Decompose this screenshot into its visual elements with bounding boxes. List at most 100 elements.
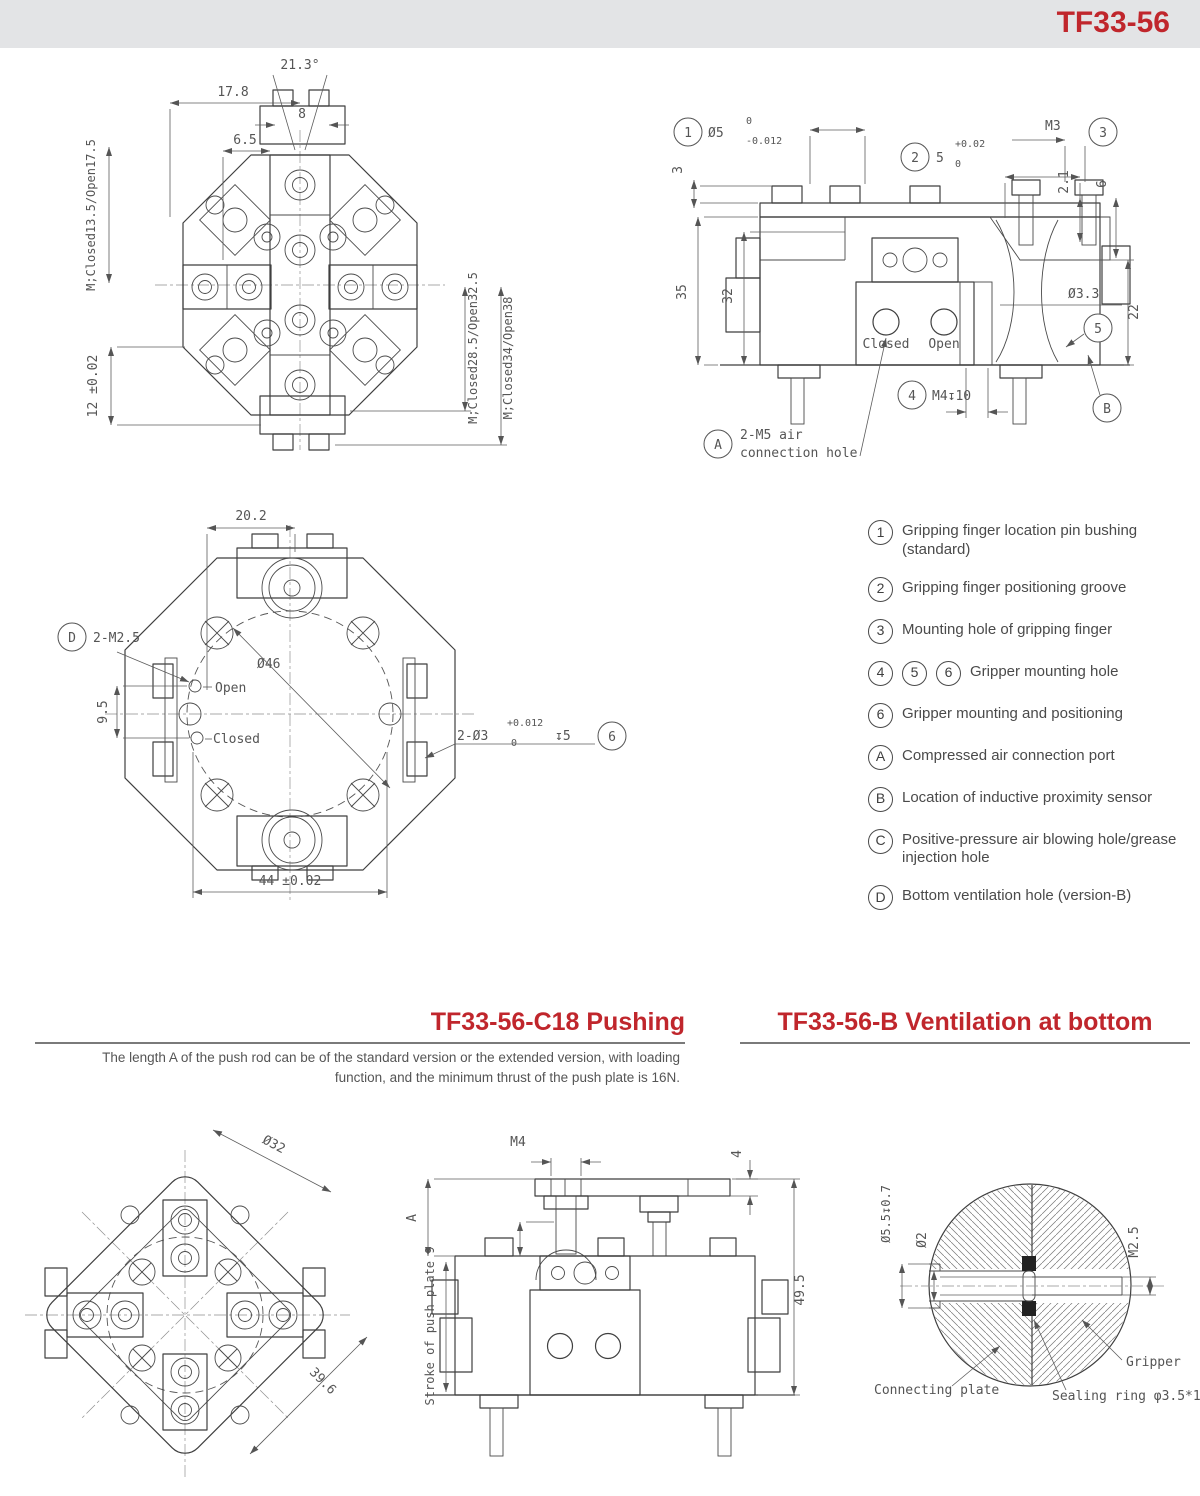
ventilation-detail-drawing: Ø5.5↧0.7 Ø2 M2.5 Gripper Connecting plat…: [874, 1183, 1200, 1404]
svg-text:A: A: [714, 438, 722, 453]
dim-label: Ø5.5↧0.7: [879, 1185, 893, 1243]
port-label: Closed: [213, 732, 260, 747]
side-view-dimensions: 1 Ø5 0 -0.012 2 5 +0.02 0 M3 3 3: [671, 116, 1142, 461]
dim-label: Ø2: [915, 1232, 930, 1248]
section-title-ventilation: TF33-56-B Ventilation at bottom: [777, 1008, 1153, 1036]
pushing-top-geometry: [25, 1150, 350, 1480]
dim-label: 6.5: [233, 133, 256, 148]
dim-label: 22: [1127, 304, 1142, 320]
dim-label: Stroke of push plate 9: [423, 1247, 437, 1406]
dim-label: 3: [671, 166, 686, 174]
page-title: TF33-56: [1056, 6, 1170, 39]
dim-label: 20.2: [235, 509, 266, 524]
legend-item: 2 Gripping finger positioning groove: [868, 576, 1190, 602]
dim-tolerance: -0.012: [746, 136, 782, 147]
dim-tolerance: 0: [746, 116, 752, 127]
legend-badge: 3: [868, 618, 893, 644]
pushing-side-view-drawing: M4 4 A 49.5 Stroke of push plate 9: [405, 1135, 808, 1457]
legend-badge: 2: [868, 576, 893, 602]
legend-item: C Positive-pressure air blowing hole/gre…: [868, 828, 1190, 869]
dim-label: 2.1: [1057, 170, 1072, 193]
dim-label: Ø5: [708, 126, 724, 141]
port-label: Open: [215, 681, 246, 696]
legend-badge: 1: [868, 520, 893, 545]
description-line: function, and the minimum thrust of the …: [334, 1070, 680, 1086]
side-view-drawing: 1 Ø5 0 -0.012 2 5 +0.02 0 M3 3 3: [671, 116, 1142, 461]
note-label: connection hole: [740, 446, 858, 461]
dim-label: M4↧10: [932, 389, 971, 404]
svg-text:3: 3: [1099, 126, 1107, 141]
section-divider: [35, 1042, 685, 1044]
svg-text:6: 6: [608, 730, 616, 745]
legend-badge: 6: [868, 702, 893, 728]
dim-label: M2.5: [1127, 1226, 1142, 1257]
legend-item: 6 Gripper mounting and positioning: [868, 702, 1190, 728]
legend-list: 1 Gripping finger location pin bushing (…: [868, 520, 1190, 927]
bottom-view-dimensions: 20.2 D 2-M2.5 Ø46 Open Closed 9.5 2-Ø3 +…: [57, 509, 627, 898]
legend-item: 4 5 6 Gripper mounting hole: [868, 660, 1190, 686]
dim-label: 5: [936, 151, 944, 166]
pushing-top-dimensions: Ø32 39.6: [212, 1129, 368, 1455]
legend-badge: 6: [936, 660, 961, 686]
legend-item: B Location of inductive proximity sensor: [868, 786, 1190, 812]
front-view-geometry: [155, 89, 445, 451]
legend-badge: 5: [902, 660, 927, 686]
callout-b: B: [1092, 393, 1122, 423]
dim-label: 17.8: [217, 85, 248, 100]
dim-label: 44 ±0.02: [259, 874, 322, 889]
dim-label: M;Closed13.5/Open17.5: [84, 139, 98, 291]
sealing-ring-section: [1022, 1256, 1036, 1271]
dim-label: 35: [675, 284, 690, 300]
bottom-view-geometry: [105, 525, 475, 900]
dim-label: 6: [1095, 180, 1110, 188]
bottom-view-drawing: 20.2 D 2-M2.5 Ø46 Open Closed 9.5 2-Ø3 +…: [57, 509, 627, 900]
legend-badge: C: [868, 828, 893, 854]
legend-badge: 4: [868, 660, 893, 686]
section-divider: [740, 1042, 1190, 1044]
note-label: 2-M2.5: [93, 631, 140, 646]
legend-badge: B: [868, 786, 893, 812]
legend-text: Positive-pressure air blowing hole/greas…: [902, 830, 1177, 867]
legend-badge: A: [868, 744, 893, 770]
dim-label: Ø32: [260, 1133, 288, 1157]
dim-label: M4: [510, 1135, 526, 1150]
legend-text: Gripper mounting and positioning: [902, 704, 1123, 722]
dim-label: Ø46: [257, 657, 280, 672]
legend-item: 3 Mounting hole of gripping finger: [868, 618, 1190, 644]
sealing-ring-section: [1022, 1301, 1036, 1316]
dim-label: 49.5: [793, 1274, 808, 1305]
legend-text: Location of inductive proximity sensor: [902, 788, 1153, 806]
dim-label: 21.3°: [280, 58, 319, 73]
callout-d: D: [57, 622, 87, 652]
dim-tolerance: +0.02: [955, 139, 985, 150]
callout-4: 4: [897, 380, 927, 410]
dim-label: M3: [1045, 119, 1061, 134]
ventilation-dimensions: Ø5.5↧0.7 Ø2 M2.5 Gripper Connecting plat…: [874, 1185, 1200, 1404]
legend-item: 1 Gripping finger location pin bushing (…: [868, 520, 1190, 560]
dim-label: A: [405, 1214, 420, 1222]
dim-label: 32: [721, 288, 736, 304]
dim-tolerance: 0: [511, 738, 517, 749]
dim-label: 8: [298, 107, 306, 122]
legend-text: Compressed air connection port: [902, 746, 1115, 764]
dim-label: 9.5: [96, 700, 111, 723]
svg-text:B: B: [1103, 402, 1111, 417]
callout-5: 5: [1083, 313, 1113, 343]
legend-text: Gripping finger location pin bushing (st…: [902, 522, 1138, 558]
legend-text: Mounting hole of gripping finger: [902, 620, 1113, 638]
side-view-geometry: [720, 179, 1131, 425]
svg-text:5: 5: [1094, 322, 1102, 337]
dim-label: 2-Ø3: [457, 729, 488, 744]
dim-tolerance: 0: [955, 159, 961, 170]
legend-text: Gripper mounting hole: [970, 662, 1119, 680]
dim-label: M;Closed34/Open38: [501, 297, 515, 420]
dim-label: Ø3.3: [1068, 287, 1099, 302]
dim-label: 4: [730, 1150, 745, 1158]
legend-text: Gripping finger positioning groove: [902, 578, 1127, 596]
legend-badge: D: [868, 885, 893, 910]
part-label: Connecting plate: [874, 1383, 999, 1398]
pushing-side-geometry: [425, 1178, 795, 1457]
svg-text:4: 4: [908, 389, 916, 404]
svg-text:D: D: [68, 631, 76, 646]
